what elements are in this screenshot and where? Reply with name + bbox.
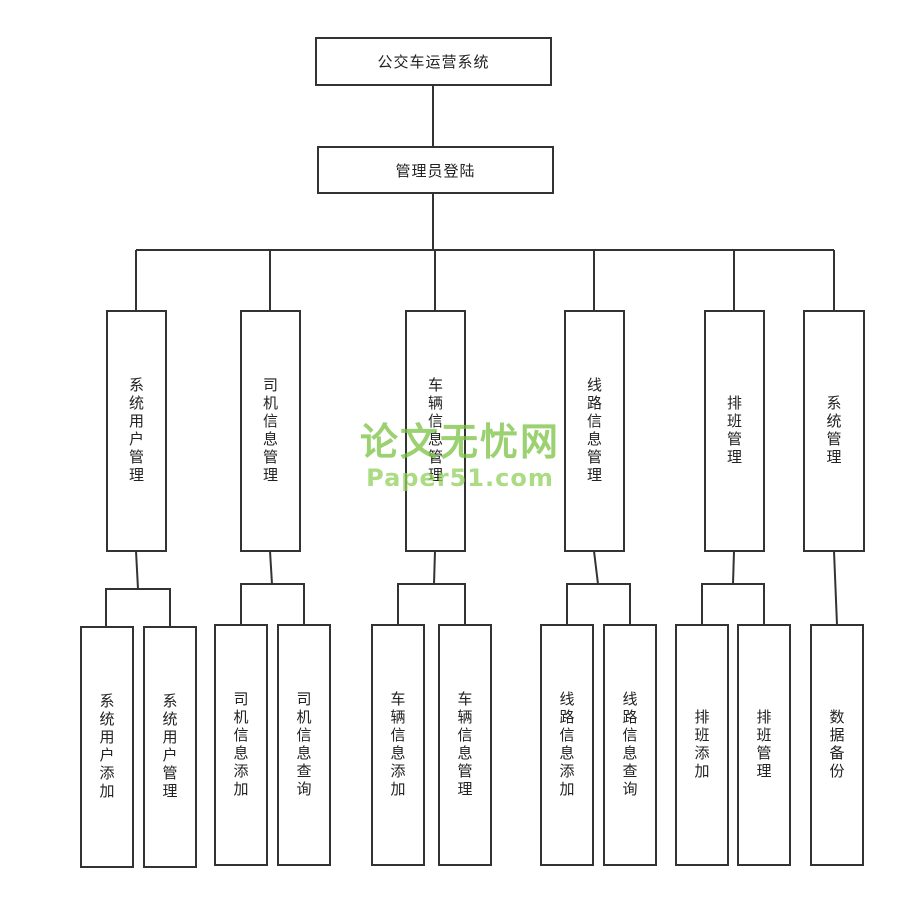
bracket-sub-1 <box>105 588 171 627</box>
connector-sub-1 <box>135 550 139 590</box>
login-node: 管理员登陆 <box>317 146 554 194</box>
connector-sub-4 <box>593 550 599 585</box>
module-system-users: 系统用户管理 <box>106 310 167 552</box>
login-label: 管理员登陆 <box>395 161 476 180</box>
module-label: 排班管理 <box>725 395 743 467</box>
connector-sub-3 <box>433 550 436 585</box>
leaf-node: 线路信息查询 <box>603 624 657 866</box>
leaf-node: 车辆信息管理 <box>438 624 492 866</box>
connector-sub-2 <box>269 550 273 585</box>
leaf-label: 线路信息查询 <box>620 691 639 799</box>
leaf-label: 线路信息添加 <box>557 691 576 799</box>
module-vehicles: 车辆信息管理 <box>405 310 466 552</box>
module-system-admin: 系统管理 <box>803 310 865 552</box>
leaf-label: 系统用户添加 <box>97 693 116 801</box>
leaf-label: 车辆信息添加 <box>388 691 407 799</box>
leaf-node: 系统用户添加 <box>80 626 134 868</box>
module-label: 线路信息管理 <box>585 377 603 485</box>
leaf-node: 数据备份 <box>810 624 864 866</box>
module-label: 车辆信息管理 <box>426 377 444 485</box>
connector-sub-5 <box>732 550 735 585</box>
module-scheduling: 排班管理 <box>704 310 765 552</box>
bracket-sub-4 <box>566 583 631 625</box>
root-label: 公交车运营系统 <box>377 53 490 71</box>
module-label: 系统管理 <box>824 395 843 467</box>
leaf-label: 数据备份 <box>827 709 846 781</box>
leaf-label: 司机信息添加 <box>231 691 250 799</box>
bracket-sub-3 <box>397 583 466 625</box>
leaf-label: 车辆信息管理 <box>455 691 474 799</box>
connector-sub-6 <box>833 550 838 626</box>
leaf-label: 系统用户管理 <box>160 693 179 801</box>
leaf-node: 司机信息查询 <box>277 624 331 866</box>
leaf-node: 排班添加 <box>675 624 729 866</box>
leaf-node: 系统用户管理 <box>143 626 197 868</box>
root-node: 公交车运营系统 <box>315 37 552 86</box>
module-label: 司机信息管理 <box>261 377 279 485</box>
leaf-node: 排班管理 <box>737 624 791 866</box>
leaf-label: 排班添加 <box>692 709 711 781</box>
leaf-label: 排班管理 <box>754 709 773 781</box>
leaf-node: 车辆信息添加 <box>371 624 425 866</box>
bracket-sub-5 <box>701 583 765 625</box>
leaf-node: 司机信息添加 <box>214 624 268 866</box>
module-drivers: 司机信息管理 <box>240 310 301 552</box>
module-label: 系统用户管理 <box>127 377 145 485</box>
bracket-sub-2 <box>240 583 305 625</box>
leaf-node: 线路信息添加 <box>540 624 594 866</box>
leaf-label: 司机信息查询 <box>294 691 313 799</box>
module-routes: 线路信息管理 <box>564 310 625 552</box>
